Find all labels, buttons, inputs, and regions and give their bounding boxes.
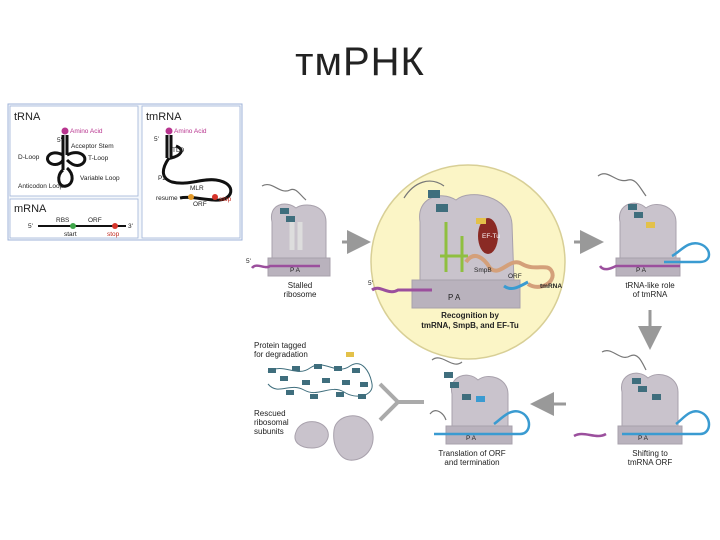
trna-like-label-1: tRNA-like role — [625, 281, 675, 290]
acceptor-stem-label: Acceptor Stem — [71, 143, 114, 150]
trna-heading: tRNA — [14, 111, 41, 123]
variable-loop-label: Variable Loop — [80, 175, 120, 182]
start-dot — [70, 223, 76, 229]
mrna-stop-dot — [112, 223, 118, 229]
trna-like-label-2: of tmRNA — [633, 290, 668, 299]
tmrna-heading: tmRNA — [146, 111, 182, 123]
subunits-label-2: ribosomal — [254, 418, 289, 427]
stalled-label-1: Stalled — [288, 281, 312, 290]
mrna-heading: mRNA — [14, 203, 47, 215]
tagged-protein: Protein tagged for degradation — [254, 341, 373, 399]
tmrna-amino-acid: Amino Acid — [174, 128, 207, 135]
rbs-label: RBS — [56, 217, 70, 224]
mrna-stop-label: stop — [107, 231, 120, 238]
protein-label-2: for degradation — [254, 350, 308, 359]
recognition-caption-2: tmRNA, SmpB, and EF-Tu — [421, 321, 519, 330]
trna-amino-acid: Amino Acid — [70, 128, 103, 135]
stalled-five-prime: 5' — [246, 258, 251, 265]
mrna-orf-label: ORF — [88, 217, 102, 224]
tmrna-orf-label: ORF — [193, 201, 207, 208]
tmrna-amino-acid-dot — [165, 127, 173, 135]
amino-acid-dot — [61, 127, 69, 135]
start-label: start — [64, 231, 77, 238]
shifting-sites: P A — [638, 435, 649, 442]
recognition-sites: P A — [448, 293, 461, 302]
trna-five-prime: 5' — [57, 137, 62, 144]
subunits-label-3: subunits — [254, 427, 284, 436]
trna-box: tRNA Amino Acid 5' Acceptor Stem D-Loop … — [9, 105, 139, 197]
recognition-tmrna: tmRNA — [540, 283, 562, 290]
tmrna-stop-label: stop — [219, 196, 232, 203]
release-split-arrow — [378, 382, 424, 422]
mrna-five-prime: 5' — [28, 223, 33, 230]
stalled-sites: P A — [290, 267, 301, 274]
smpb-label: SmpB — [474, 267, 492, 274]
p2-label: P2 — [158, 175, 166, 182]
translation-label-1: Translation of ORF — [438, 449, 505, 458]
resume-dot — [188, 194, 194, 200]
recognition-five-prime: 5' — [368, 280, 373, 287]
tmrna-box: tmRNA Amino Acid 5' TLD P2 MLR resume OR… — [141, 105, 241, 239]
resume-label: resume — [156, 195, 178, 202]
translation-sites: P A — [466, 435, 477, 442]
mlr-label: MLR — [190, 185, 204, 192]
stalled-label-2: ribosome — [284, 290, 317, 299]
rescued-subunits: Rescued ribosomal subunits — [254, 409, 374, 461]
mrna-box: mRNA 5' RBS ORF 3' start stop — [9, 198, 139, 239]
subunits-label-1: Rescued — [254, 409, 286, 418]
tmrna-five-prime: 5' — [154, 136, 159, 143]
stalled-ribosome-stage: 5' P A Stalled ribosome — [246, 184, 331, 299]
shifting-stage: P A Shifting to tmRNA ORF — [573, 350, 711, 467]
translation-label-2: and termination — [444, 458, 499, 467]
ef-tu-shape — [478, 218, 498, 254]
mrna-three-prime: 3' — [128, 223, 133, 230]
trna-like-stage: P A tRNA-like role of tmRNA — [597, 173, 711, 299]
recognition-caption-1: Recognition by — [441, 311, 499, 320]
tld-label: TLD — [172, 147, 185, 154]
trna-like-sites: P A — [636, 267, 647, 274]
t-loop-label: T-Loop — [88, 155, 109, 162]
tmrna-stop-dot — [212, 194, 218, 200]
tmrna-body — [464, 254, 555, 289]
recognition-stage: EF-Tu SmpB 5' ORF tmRNA P A Recognition … — [368, 164, 566, 360]
inset-panel: tRNA Amino Acid 5' Acceptor Stem D-Loop … — [7, 103, 243, 241]
d-loop-label: D-Loop — [18, 154, 40, 161]
recognition-orf: ORF — [508, 273, 522, 280]
shifting-label-2: tmRNA ORF — [628, 458, 673, 467]
protein-label-1: Protein tagged — [254, 341, 306, 350]
anticodon-loop-label: Anticodon Loop — [18, 183, 64, 190]
slide-title: тмРНК — [295, 40, 425, 84]
ef-tu-label: EF-Tu — [482, 233, 500, 240]
shifting-label-1: Shifting to — [632, 449, 668, 458]
translation-stage: P A Translation of ORF and termination — [429, 357, 531, 467]
